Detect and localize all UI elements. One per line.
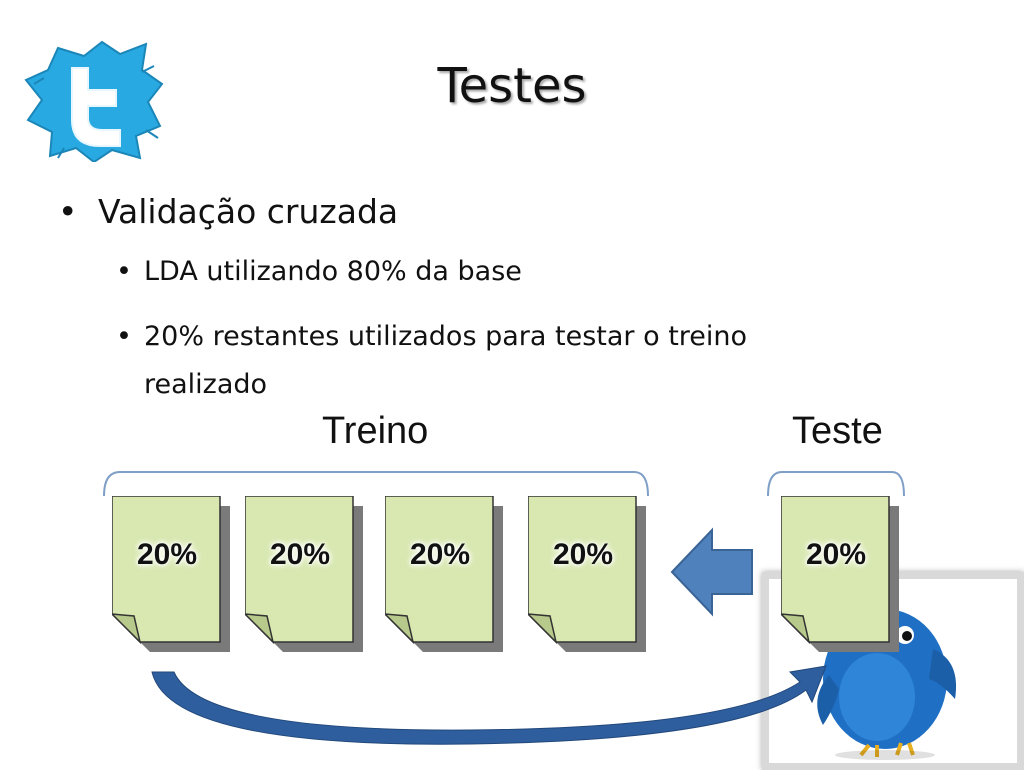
card-fold <box>245 613 275 645</box>
data-card: 20% <box>112 496 232 654</box>
card-fold <box>528 613 558 645</box>
card-label: 20% <box>552 538 614 571</box>
bullet-text: Validação cruzada <box>98 192 399 231</box>
bullet-text: LDA utilizando 80% da base <box>144 256 522 287</box>
bullet-text: 20% restantes utilizados para testar o t… <box>144 321 748 400</box>
teste-label: Teste <box>792 410 883 452</box>
bullet-glyph: • <box>58 192 78 231</box>
bullet-glyph: • <box>116 256 132 287</box>
card-fold <box>112 613 142 645</box>
card-body <box>781 496 890 643</box>
data-card: 20% <box>528 496 648 654</box>
slide-title: Testes <box>437 58 587 114</box>
card-label: 20% <box>409 538 471 571</box>
card-fold <box>781 613 811 645</box>
card-body <box>112 496 221 643</box>
bullet-level1: • Validação cruzada <box>58 192 398 231</box>
card-label: 20% <box>136 538 198 571</box>
card-fold <box>385 613 415 645</box>
treino-label: Treino <box>322 410 429 452</box>
bullet-glyph: • <box>116 321 132 352</box>
card-body <box>528 496 637 643</box>
bullet-level2: • 20% restantes utilizados para testar o … <box>116 313 876 409</box>
card-label: 20% <box>269 538 331 571</box>
card-label: 20% <box>805 538 867 571</box>
test-data-card: 20% <box>781 496 901 654</box>
card-body <box>385 496 494 643</box>
data-card: 20% <box>245 496 365 654</box>
card-body <box>245 496 354 643</box>
bullet-level2: • LDA utilizando 80% da base <box>116 256 522 287</box>
twitter-logo-icon <box>24 40 164 162</box>
data-card: 20% <box>385 496 505 654</box>
